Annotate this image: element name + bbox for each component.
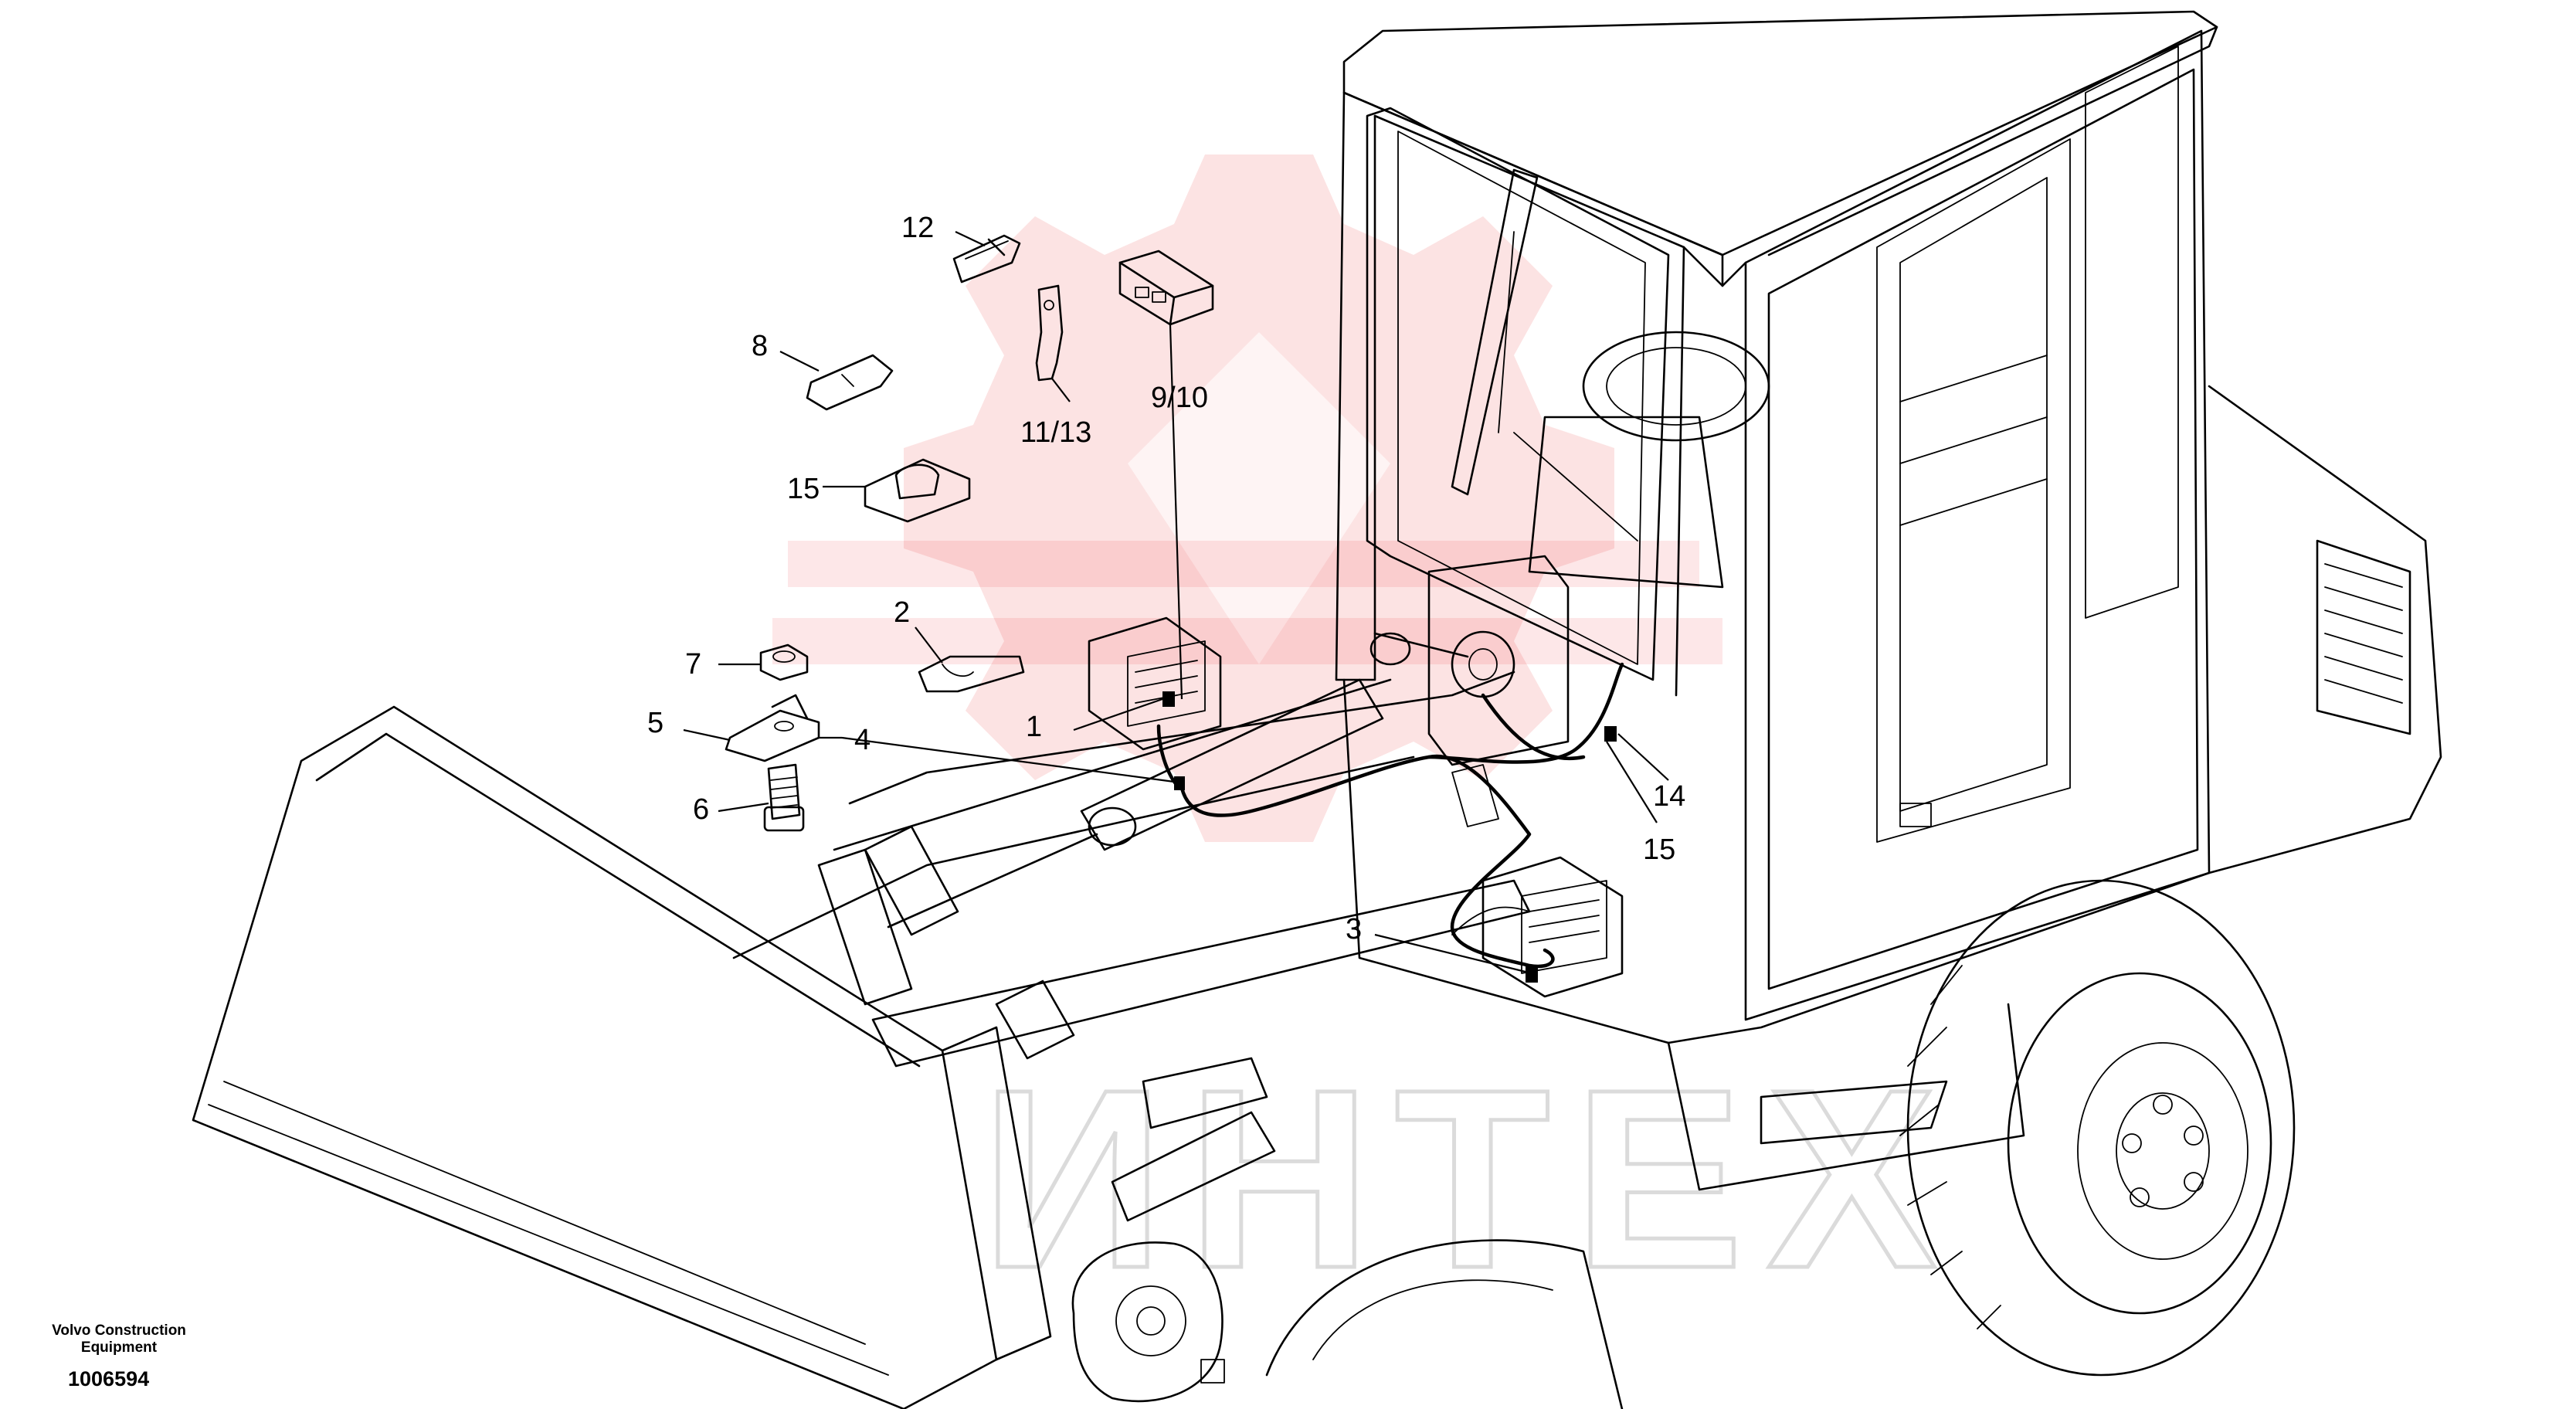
- front-lamps: [1088, 555, 1624, 998]
- part-5-bracket: [725, 694, 820, 762]
- callout-4: 4: [854, 724, 871, 756]
- callout-2: 2: [894, 596, 910, 629]
- connector-marker-14: [1604, 726, 1617, 742]
- front-wheel: [1071, 1239, 1624, 1409]
- manufacturer-label: Volvo Construction Equipment: [52, 1322, 186, 1356]
- callout-12: 12: [901, 212, 934, 244]
- part-15-clip: [864, 458, 971, 523]
- callout-7: 7: [685, 648, 701, 681]
- callout-14: 14: [1653, 780, 1685, 813]
- part-2-clamp: [918, 655, 1025, 693]
- connector-marker-1: [1162, 691, 1175, 707]
- callout-15a: 15: [787, 473, 820, 505]
- wiring-harness: [1156, 662, 1624, 983]
- watermark-logo: [772, 154, 1722, 842]
- bucket-and-lift-arms: [192, 630, 1531, 1409]
- callout-9-10: 9/10: [1151, 382, 1208, 414]
- callout-11-13: 11/13: [1020, 416, 1091, 449]
- part-6-bolt: [763, 763, 805, 832]
- part-7-nut: [759, 643, 809, 681]
- rear-wheel: [1899, 879, 2296, 1377]
- part-12-splice: [952, 234, 1021, 283]
- callout-6: 6: [693, 793, 709, 826]
- callout-labels: 12 11/13 9/10 8 15 2 7 5 4 6 1 14 15 3: [647, 212, 1685, 946]
- watermark-text: ИНТЕХ: [981, 1036, 1960, 1321]
- connector-marker-3: [1526, 966, 1538, 983]
- part-9-10-connector: [1118, 250, 1214, 326]
- connector-marker-4: [1174, 776, 1185, 790]
- callout-8: 8: [752, 330, 768, 362]
- loader-cab: [1335, 10, 2442, 1191]
- callout-5: 5: [647, 707, 664, 739]
- callout-1: 1: [1026, 711, 1042, 743]
- leader-lines: [683, 231, 1669, 973]
- document-number: 1006594: [68, 1367, 150, 1390]
- callout-3: 3: [1346, 913, 1362, 946]
- part-8-spade-connector: [806, 354, 894, 411]
- callout-15b: 15: [1643, 834, 1675, 866]
